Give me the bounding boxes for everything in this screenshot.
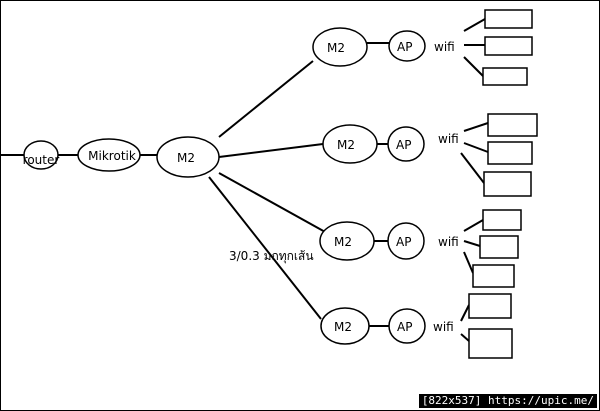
line-wifi3-dev3	[463, 251, 474, 274]
branch1-m2-label: M2	[327, 41, 345, 55]
branch4-m2-node	[320, 307, 370, 345]
device-box-4-1	[468, 293, 512, 319]
m2-main-label: M2	[177, 151, 195, 165]
router-node	[23, 140, 59, 170]
m2-main-node	[156, 136, 220, 178]
line-m2-branch1	[218, 60, 314, 138]
line-m2-branch3	[218, 172, 328, 234]
branch3-wifi-label: wifi	[438, 235, 459, 249]
line-wifi2-dev3	[460, 152, 485, 184]
branch4-wifi-label: wifi	[433, 320, 454, 334]
line-wifi1-dev3	[463, 56, 484, 77]
branch4-ap-node	[388, 308, 426, 344]
branch1-m2-node	[312, 27, 368, 67]
line-m2-branch2	[218, 143, 324, 158]
branch1-ap-label: AP	[397, 40, 412, 54]
device-box-1-1	[484, 9, 533, 29]
branch3-ap-node	[387, 222, 425, 260]
mikrotik-node	[77, 138, 141, 172]
branch1-ap-node	[388, 30, 426, 62]
branch1-wifi-label: wifi	[434, 40, 455, 54]
branch2-ap-node	[387, 126, 425, 162]
branch2-ap-label: AP	[396, 138, 411, 152]
branch3-m2-node	[319, 221, 375, 261]
line-wifi4-dev2	[460, 333, 470, 342]
line-wifi2-dev1	[463, 122, 489, 132]
device-box-4-2	[468, 328, 513, 359]
device-box-1-2	[484, 36, 533, 56]
router-label: router	[23, 153, 60, 167]
mikrotik-label: Mikrotik	[88, 149, 136, 163]
device-box-2-3	[483, 171, 532, 197]
node-shapes	[23, 9, 538, 359]
node-labels: router Mikrotik M2 M2 AP wifi M2 AP wifi…	[23, 40, 459, 334]
branch3-m2-label: M2	[334, 235, 352, 249]
line-wifi2-dev2	[463, 142, 489, 153]
watermark: [822x537] https://upic.me/	[418, 394, 597, 408]
line-wifi1-dev1	[463, 18, 486, 32]
branch3-ap-label: AP	[396, 235, 411, 249]
branch2-m2-node	[322, 124, 378, 164]
device-box-3-3	[472, 264, 515, 288]
device-box-3-1	[482, 209, 522, 231]
branch4-m2-label: M2	[334, 320, 352, 334]
branch4-ap-label: AP	[397, 320, 412, 334]
link-annotation: 3/0.3 มกทุกเส้น	[229, 249, 314, 264]
line-wifi4-dev1	[460, 304, 470, 322]
branch2-wifi-label: wifi	[438, 132, 459, 146]
branch2-m2-label: M2	[337, 138, 355, 152]
line-m2-branch4	[208, 176, 322, 320]
device-box-2-1	[487, 113, 538, 137]
device-box-2-2	[487, 141, 533, 165]
device-box-1-3	[482, 67, 528, 86]
line-wifi3-dev2	[463, 240, 481, 247]
line-wifi3-dev1	[463, 219, 484, 232]
device-box-3-2	[479, 235, 519, 259]
connection-lines	[1, 18, 489, 342]
